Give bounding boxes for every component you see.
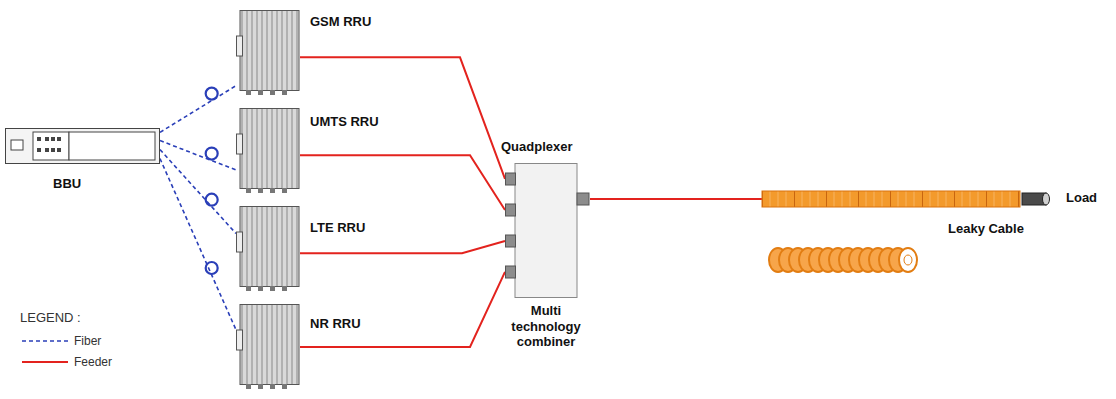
fiber-link xyxy=(160,159,236,330)
load-termination: Load xyxy=(1020,192,1050,206)
fiber-loop xyxy=(206,194,218,206)
leaky-cable: Leaky Cable xyxy=(762,191,1020,207)
legend-text: Feeder xyxy=(74,355,112,369)
legend-text: Fiber xyxy=(74,334,101,348)
bbu-illustration xyxy=(5,128,160,164)
device-label: Load xyxy=(1066,190,1097,206)
device-label: NR RRU xyxy=(310,316,361,332)
device-label: UMTS RRU xyxy=(310,114,379,130)
fiber-link xyxy=(160,141,236,170)
feeder-link xyxy=(590,199,762,200)
load-illustration xyxy=(1020,192,1050,206)
rru-illustration xyxy=(236,10,300,96)
rru-illustration xyxy=(236,206,300,292)
rru-unit: UMTS RRU xyxy=(236,108,300,194)
cable-coil xyxy=(769,248,917,272)
fiber-loop xyxy=(206,262,218,274)
device-label: Quadplexer xyxy=(501,139,573,155)
cable-illustration xyxy=(762,191,1020,207)
rru-illustration xyxy=(236,108,300,194)
device-label: LTE RRU xyxy=(310,220,365,236)
rru-unit: NR RRU xyxy=(236,304,300,390)
feeder-link xyxy=(300,272,505,347)
feeder-link xyxy=(300,241,505,253)
rru-unit: GSM RRU xyxy=(236,10,300,96)
fiber-link xyxy=(160,86,236,133)
legend-heading: LEGEND : xyxy=(20,310,81,325)
device-label: GSM RRU xyxy=(310,14,371,30)
bbu-unit: BBU xyxy=(5,128,160,164)
feeder-link xyxy=(300,155,505,210)
quad-illustration xyxy=(505,163,590,298)
fiber-loop xyxy=(206,88,218,100)
rru-illustration xyxy=(236,304,300,390)
fiber-loop xyxy=(206,148,218,160)
device-label: Leaky Cable xyxy=(948,221,1024,237)
fiber-link xyxy=(160,150,236,234)
rru-unit: LTE RRU xyxy=(236,206,300,292)
quadplexer-combiner: QuadplexerMulti technology combiner xyxy=(505,163,590,298)
legend-samples xyxy=(22,341,68,362)
device-caption: Multi technology combiner xyxy=(507,303,585,350)
device-label: BBU xyxy=(53,176,81,192)
